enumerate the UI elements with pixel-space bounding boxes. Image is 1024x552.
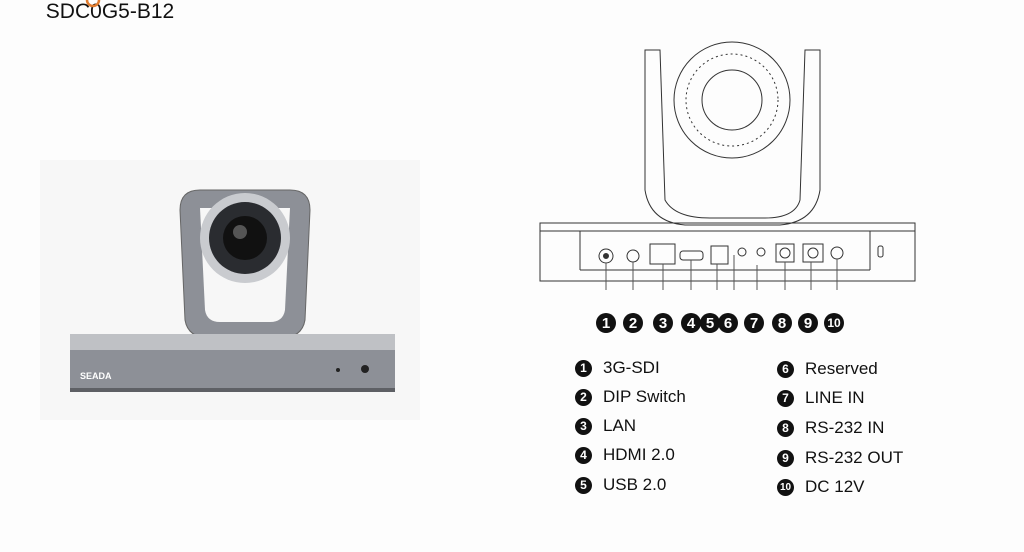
callout-9: 9 bbox=[798, 313, 818, 333]
callout-3: 3 bbox=[653, 313, 673, 333]
heading-fragment bbox=[85, 0, 101, 8]
rear-panel-diagram bbox=[539, 41, 916, 290]
model-name: SDC0G5-B12 bbox=[45, 0, 175, 23]
callout-7: 7 bbox=[744, 313, 764, 333]
callout-1: 1 bbox=[596, 313, 616, 333]
camera-photo: SEADA bbox=[40, 160, 420, 420]
callout-10: 10 bbox=[824, 313, 844, 333]
callout-4: 4 bbox=[681, 313, 701, 333]
callout-5: 5 bbox=[700, 313, 720, 333]
callout-6: 6 bbox=[718, 313, 738, 333]
svg-text:SEADA: SEADA bbox=[80, 371, 112, 381]
callout-8: 8 bbox=[772, 313, 792, 333]
callout-2: 2 bbox=[623, 313, 643, 333]
